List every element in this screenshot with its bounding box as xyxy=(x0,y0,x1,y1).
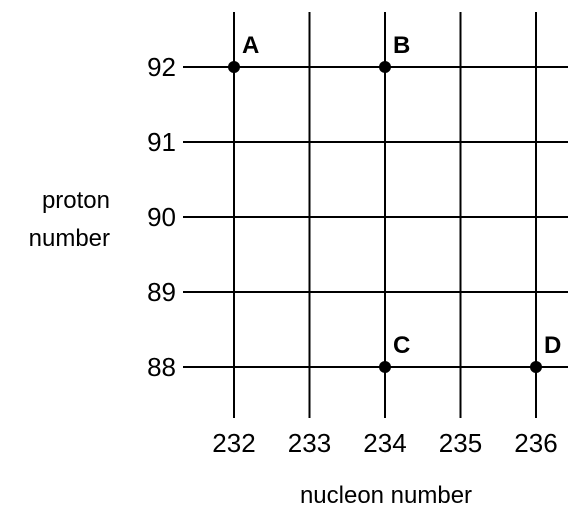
y-axis-label-line-2: number xyxy=(29,225,110,252)
y-tick-label: 92 xyxy=(147,52,176,82)
x-axis-label: nucleon number xyxy=(300,482,472,507)
data-point-B xyxy=(379,61,391,73)
x-tick-label: 233 xyxy=(288,428,331,458)
y-tick-label: 89 xyxy=(147,277,176,307)
x-tick-labels: 232 233 234 235 236 xyxy=(212,428,557,458)
x-tick-label: 236 xyxy=(514,428,557,458)
point-label-A: A xyxy=(242,32,259,59)
y-tick-label: 88 xyxy=(147,352,176,382)
data-point-D xyxy=(530,361,542,373)
y-axis-label-line-1: proton xyxy=(42,187,110,214)
y-tick-label: 90 xyxy=(147,202,176,232)
grid xyxy=(183,12,568,418)
data-point-C xyxy=(379,361,391,373)
x-tick-label: 234 xyxy=(363,428,406,458)
x-tick-label: 235 xyxy=(439,428,482,458)
y-tick-label: 91 xyxy=(147,127,176,157)
y-tick-labels: 92 91 90 89 88 xyxy=(147,52,176,382)
point-label-C: C xyxy=(393,332,410,359)
point-label-D: D xyxy=(544,332,561,359)
data-points: A B C D xyxy=(228,32,561,373)
data-point-A xyxy=(228,61,240,73)
x-tick-label: 232 xyxy=(212,428,255,458)
point-label-B: B xyxy=(393,32,410,59)
